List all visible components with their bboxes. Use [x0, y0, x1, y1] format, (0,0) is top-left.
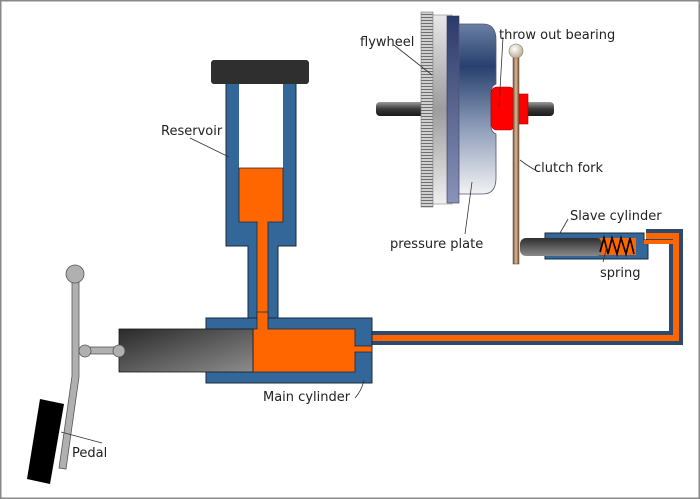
pedal-label: Pedal [72, 446, 107, 461]
reservoir-leader [189, 137, 230, 158]
hydraulic-line [370, 229, 683, 345]
labels: flywheel throw out bearing clutch fork p… [60, 28, 662, 461]
pressure-plate-label: pressure plate [390, 237, 483, 252]
pedal-pad [27, 399, 64, 484]
clutch-fork-label: clutch fork [534, 161, 603, 176]
slave-cylinder-piston [520, 238, 602, 256]
fork-pivot-ball [508, 43, 524, 59]
pedal-pivot-knob [65, 264, 85, 284]
throw-out-bearing-leader [498, 36, 504, 108]
reservoir [211, 60, 309, 323]
pushrod-joint [112, 344, 126, 358]
pedal-assembly [27, 264, 126, 484]
spring-label: spring [600, 266, 640, 281]
main-cylinder-leader [354, 379, 365, 399]
clutch-fork-leader [519, 159, 536, 171]
input-shaft-left [376, 102, 426, 116]
pressure-plate-leader [464, 181, 473, 235]
pedal-leader [60, 431, 103, 444]
pressure-plate [458, 23, 497, 195]
flywheel-teeth [420, 11, 434, 208]
slave-cylinder-leader [559, 218, 569, 234]
main-cylinder-piston [118, 328, 254, 373]
throw-out-bearing-label: throw out bearing [499, 28, 615, 43]
main-cylinder-label: Main cylinder [263, 390, 351, 405]
flywheel-label: flywheel [360, 35, 414, 50]
reservoir-cap [211, 60, 309, 84]
reservoir-air-gap [239, 80, 283, 168]
clutch-assembly [376, 11, 554, 265]
pivot-joint [78, 344, 92, 358]
spring-leader [602, 245, 608, 263]
spring [599, 234, 635, 257]
main-cylinder-fluid [252, 311, 373, 373]
slave-cylinder-label: Slave cylinder [570, 209, 662, 224]
reservoir-label: Reservoir [161, 124, 223, 139]
slave-cylinder [520, 232, 676, 260]
flywheel-leader [393, 44, 433, 76]
input-shaft-right [524, 102, 554, 116]
clutch-fork [512, 51, 520, 265]
throw-out-bearing [490, 86, 516, 131]
clutch-disc [446, 15, 460, 204]
